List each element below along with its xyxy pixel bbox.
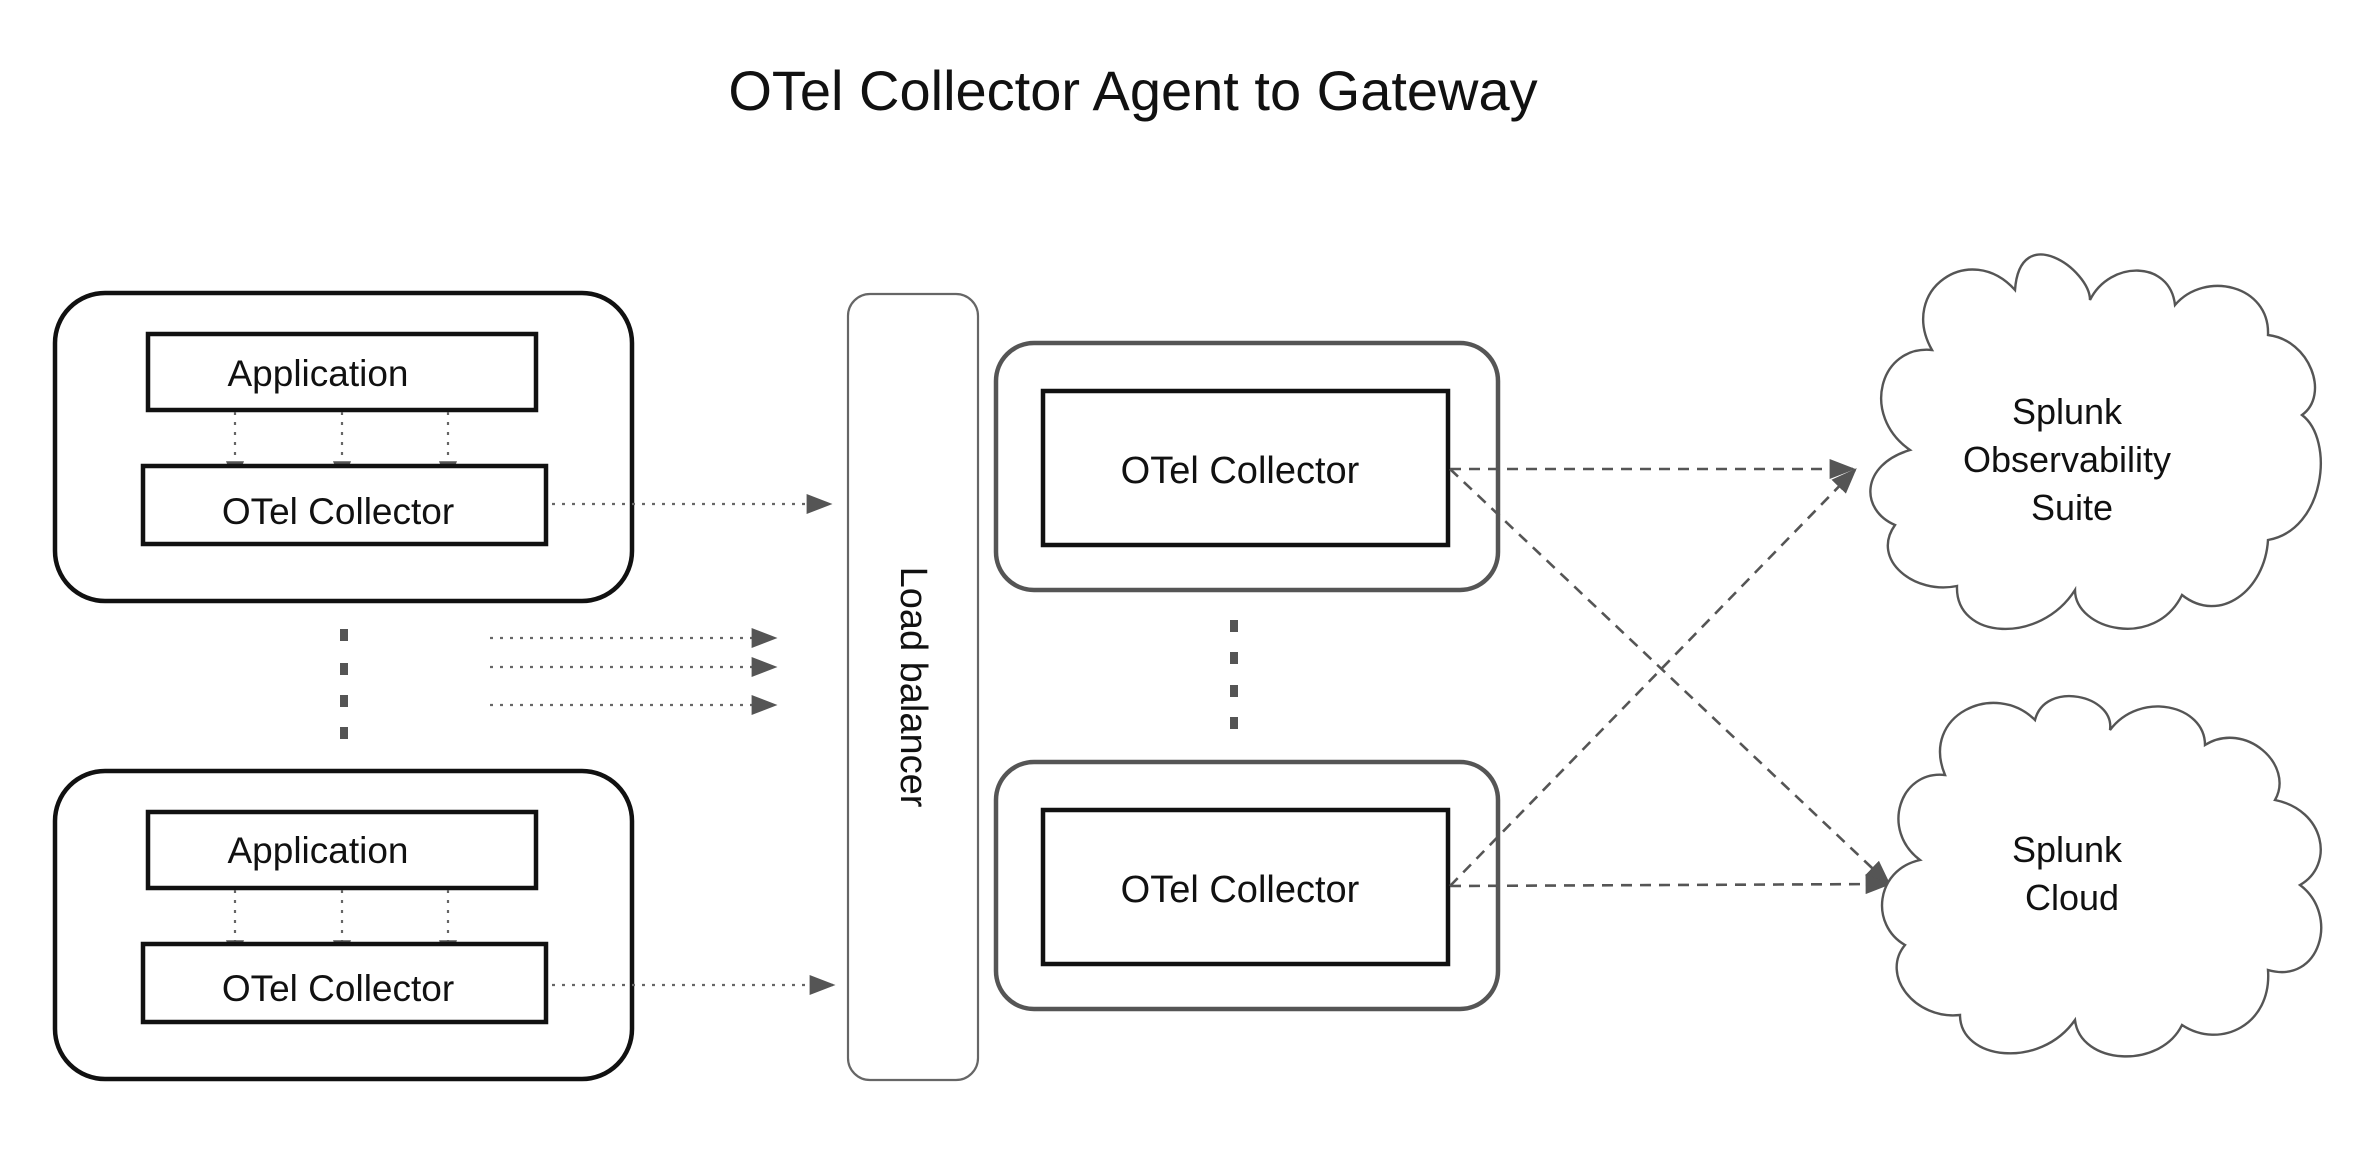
diagram-title: OTel Collector Agent to Gateway — [728, 59, 1537, 122]
agent-2-application-label: Application — [227, 830, 408, 871]
agent-host-1: Application OTel Collector — [52, 290, 635, 604]
agent-1-application-label: Application — [227, 353, 408, 394]
gateway-2-to-observability-suite-arrow — [1449, 468, 1857, 887]
gateway-2: OTel Collector — [993, 759, 1501, 1012]
splunk-cloud-label-line: Splunk — [2012, 829, 2123, 870]
agent-1-collector-box — [140, 463, 549, 547]
observability-suite-label-line: Observability — [1963, 439, 2171, 480]
gateway-1-to-splunk-cloud-arrow — [1449, 468, 1891, 886]
load-balancer-box — [846, 292, 980, 1082]
gateway-1-collector-label: OTel Collector — [1121, 450, 1360, 492]
agent-1-application-box — [145, 331, 539, 413]
gateway-1-collector-box — [1040, 388, 1451, 548]
splunk-cloud-cloud: Splunk Cloud — [1880, 695, 2323, 1058]
splunk-cloud-label: Splunk Cloud — [2012, 829, 2132, 918]
agent-host-2: Application OTel Collector — [52, 768, 635, 1082]
gateway-2-collector-box — [1040, 807, 1451, 967]
agent-ellipsis — [340, 629, 348, 739]
agent-2-application-box — [145, 809, 539, 891]
gateway-ellipsis — [1230, 620, 1238, 729]
agent-1-collector-label: OTel Collector — [222, 491, 454, 532]
gateway-2-collector-label: OTel Collector — [1121, 869, 1360, 911]
load-balancer-label: Load balancer — [892, 567, 934, 808]
agent-2-collector-box — [140, 941, 549, 1025]
splunk-observability-suite-cloud: Splunk Observability Suite — [1869, 253, 2322, 631]
splunk-cloud-label-line: Cloud — [2025, 877, 2119, 918]
load-balancer: Load balancer — [846, 292, 980, 1082]
observability-suite-label-line: Suite — [2031, 487, 2113, 528]
gateway-2-to-splunk-cloud-arrow — [1449, 874, 1892, 895]
splunk-cloud-cloud-shape — [1880, 695, 2323, 1058]
observability-suite-label-line: Splunk — [2012, 391, 2123, 432]
observability-suite-cloud-shape — [1869, 253, 2322, 631]
gateway-1: OTel Collector — [993, 340, 1501, 593]
agent-2-collector-label: OTel Collector — [222, 968, 454, 1009]
observability-suite-label: Splunk Observability Suite — [1963, 391, 2181, 528]
